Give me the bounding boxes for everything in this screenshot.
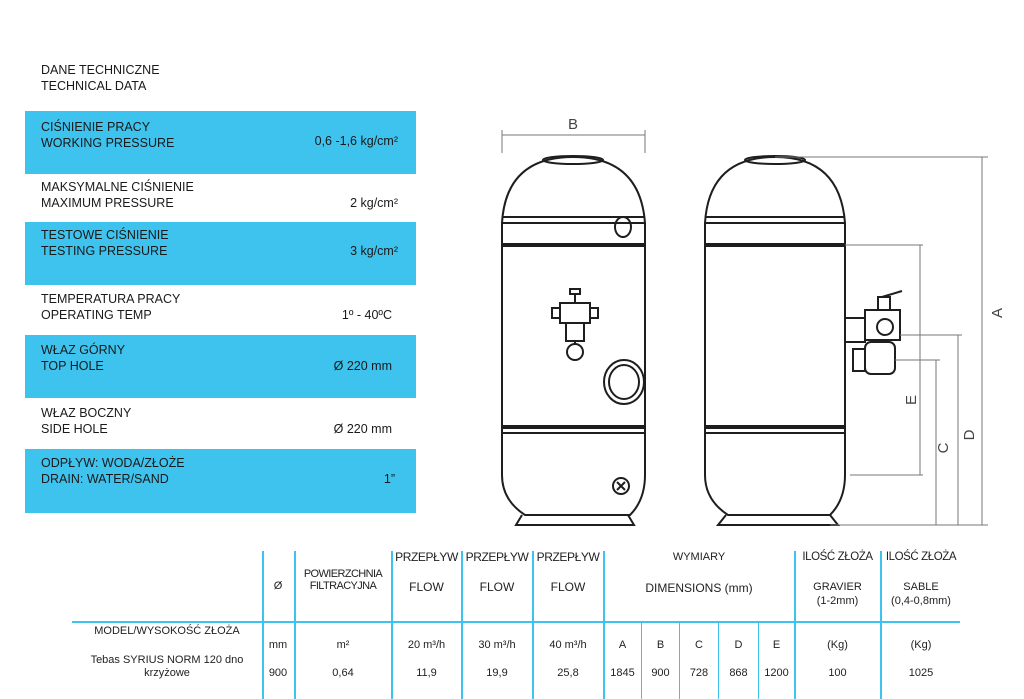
spec-value: Ø 220 mm — [333, 422, 392, 436]
unit-cell: 40 m³/h — [549, 639, 587, 651]
unit-cell: E — [772, 639, 781, 651]
header-flow-pl: PRZEPŁYW — [536, 550, 600, 564]
value-cell: 1200 — [764, 667, 789, 679]
value-cell: 900 — [651, 667, 670, 679]
filter-technical-drawing: B A E C D — [501, 116, 1006, 526]
value-cell: 900 — [268, 667, 288, 679]
column-separator — [641, 622, 642, 699]
value-cell: 0,64 — [332, 667, 354, 679]
header-flow-en: FLOW — [479, 580, 515, 594]
spec-label: ODPŁYW: WODA/ZŁOŻE DRAIN: WATER/SAND — [41, 456, 185, 486]
header-flow-en: FLOW — [409, 580, 444, 594]
unit-cell: B — [656, 639, 665, 651]
spec-label: TEMPERATURA PRACY OPERATING TEMP — [41, 292, 181, 322]
column-separator — [294, 551, 296, 699]
column-separator — [758, 622, 759, 699]
column-separator — [880, 551, 882, 699]
spec-label: WŁAZ GÓRNY TOP HOLE — [41, 343, 126, 373]
unit-cell: 30 m³/h — [478, 639, 516, 651]
header-sand: SABLE (0,4-0,8mm) — [891, 581, 951, 607]
header-diameter: Ø — [273, 580, 283, 592]
header-gravel: GRAVIER (1-2mm) — [813, 581, 862, 607]
header-media-pl: ILOŚĆ ZŁOŻA — [885, 551, 957, 563]
column-separator — [391, 551, 393, 699]
header-flow-pl: PRZEPŁYW — [395, 550, 458, 564]
spec-value: 1” — [383, 472, 395, 486]
unit-cell: m² — [336, 639, 350, 651]
top-hole-icon — [614, 216, 632, 238]
unit-cell: 20 m³/h — [407, 639, 446, 651]
value-cell: 25,8 — [557, 667, 579, 679]
model-name: Tebas SYRIUS NORM 120 dno krzyżowe — [90, 654, 244, 679]
dim-label-d: D — [961, 429, 978, 440]
dim-label-e: E — [903, 395, 920, 405]
unit-cell: mm — [268, 639, 288, 651]
header-flow-pl: PRZEPŁYW — [465, 550, 529, 564]
spec-label: CIŚNIENIE PRACY WORKING PRESSURE — [41, 120, 175, 150]
value-cell: 728 — [689, 667, 709, 679]
dim-label-a: A — [989, 308, 1006, 318]
dim-label-b: B — [568, 116, 578, 133]
spec-top-hole: WŁAZ GÓRNY TOP HOLE Ø 220 mm — [25, 335, 416, 398]
unit-cell: D — [734, 639, 743, 651]
side-hole-icon — [603, 359, 645, 405]
header-media-pl: ILOŚĆ ZŁOŻA — [802, 551, 873, 563]
row-separator — [72, 621, 960, 623]
value-cell: 1845 — [610, 667, 635, 679]
spec-testing-pressure: TESTOWE CIŚNIENIE TESTING PRESSURE 3 kg/… — [25, 222, 416, 285]
spec-label: MAKSYMALNE CIŚNIENIE MAXIMUM PRESSURE — [41, 180, 194, 210]
column-separator — [718, 622, 719, 699]
header-flow-en: FLOW — [550, 580, 586, 594]
unit-cell: (Kg) — [827, 639, 848, 651]
side-valve-icon — [844, 290, 903, 375]
value-cell: 100 — [828, 667, 847, 679]
spec-value: Ø 220 mm — [333, 359, 392, 373]
column-separator — [532, 551, 534, 699]
value-cell: 1025 — [908, 667, 934, 679]
unit-cell: A — [618, 639, 627, 651]
spec-working-pressure: CIŚNIENIE PRACY WORKING PRESSURE 0,6 -1,… — [25, 111, 416, 174]
column-separator — [794, 551, 796, 699]
side-tank — [704, 155, 903, 526]
dim-label-c: C — [935, 442, 952, 453]
column-separator — [679, 622, 680, 699]
unit-cell: C — [695, 639, 703, 651]
model-height-label: MODEL/WYSOKOŚĆ ZŁOŻA — [94, 625, 240, 637]
spec-drain: ODPŁYW: WODA/ZŁOŻE DRAIN: WATER/SAND 1” — [25, 449, 416, 513]
spec-label: TESTOWE CIŚNIENIE TESTING PRESSURE — [41, 228, 169, 258]
header-dimensions-pl: WYMIARY — [672, 551, 726, 563]
spec-value: 0,6 -1,6 kg/cm² — [314, 134, 398, 148]
heading-en: TECHNICAL DATA — [41, 79, 147, 93]
column-separator — [461, 551, 463, 699]
spec-operating-temp: TEMPERATURA PRACY OPERATING TEMP 1º - 40… — [25, 288, 416, 333]
spec-value: 3 kg/cm² — [350, 244, 398, 258]
value-cell: 19,9 — [486, 667, 508, 679]
section-heading: DANE TECHNICZNE TECHNICAL DATA — [41, 62, 160, 94]
unit-cell: (Kg) — [910, 639, 932, 651]
drain-icon — [612, 477, 630, 495]
header-dimensions-en: DIMENSIONS (mm) — [645, 581, 753, 595]
spec-value: 2 kg/cm² — [350, 196, 398, 210]
spec-label: WŁAZ BOCZNY SIDE HOLE — [41, 406, 132, 436]
dimension-lines — [501, 130, 988, 526]
column-separator — [603, 551, 605, 699]
spec-side-hole: WŁAZ BOCZNY SIDE HOLE Ø 220 mm — [25, 401, 416, 447]
multiport-valve-icon — [551, 288, 599, 361]
spec-value: 1º - 40ºC — [341, 308, 392, 322]
header-filtration-area: POWIERZCHNIA FILTRACYJNA — [303, 568, 383, 592]
value-cell: 11,9 — [416, 667, 437, 679]
column-separator — [262, 551, 264, 699]
front-tank — [501, 155, 646, 526]
value-cell: 868 — [729, 667, 748, 679]
heading-pl: DANE TECHNICZNE — [41, 63, 160, 77]
spec-maximum-pressure: MAKSYMALNE CIŚNIENIE MAXIMUM PRESSURE 2 … — [25, 176, 416, 221]
